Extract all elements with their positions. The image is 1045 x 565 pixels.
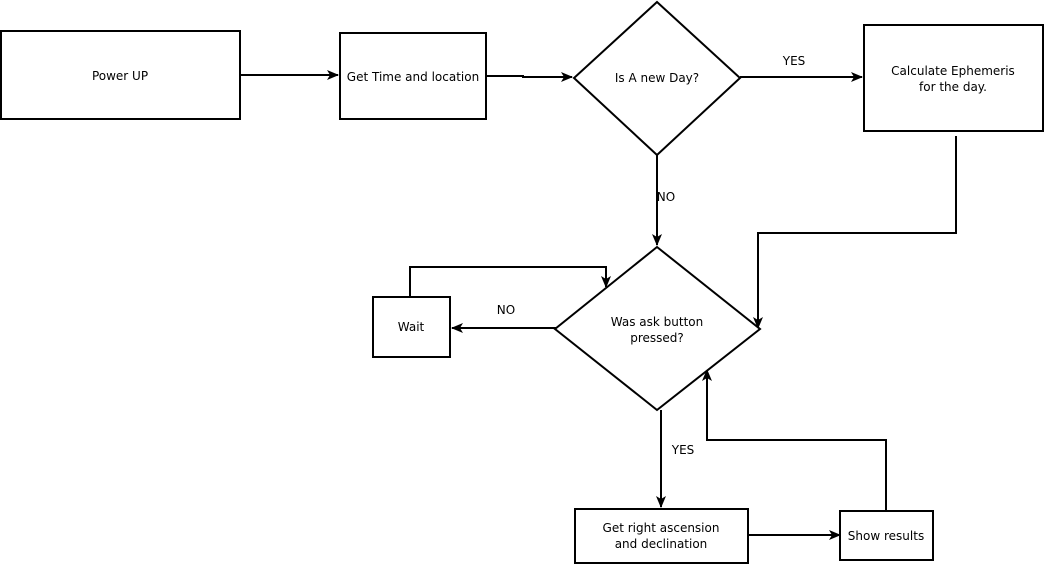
process-box xyxy=(0,30,241,120)
node-label-line-1: Calculate Ephemeris xyxy=(891,64,1015,78)
node-label-line-2: and declination xyxy=(615,537,708,551)
edge-wait-loop-to-ask xyxy=(409,266,611,296)
edge-time-to-newday xyxy=(486,72,573,82)
edge-label-yes-ask: YES xyxy=(671,443,695,457)
node-label-line-2: for the day. xyxy=(919,80,987,94)
edge-label-yes-new-day: YES xyxy=(782,54,806,68)
node-label-line-1: Get right ascension xyxy=(603,521,720,535)
process-box xyxy=(574,508,749,564)
node-power-up: Power UP xyxy=(0,30,241,120)
edge-ephem-to-ask xyxy=(753,136,957,329)
node-calculate-ephemeris: Calculate Ephemeris for the day. xyxy=(863,24,1044,132)
node-show-results: Show results xyxy=(839,510,934,561)
node-label: Is A new Day? xyxy=(615,71,699,85)
edge-show-to-ask xyxy=(702,369,887,511)
decision-diamond xyxy=(553,245,762,412)
node-wait: Wait xyxy=(372,296,451,358)
edges xyxy=(240,70,957,540)
node-get-time-location: Get Time and location xyxy=(339,32,487,120)
process-box xyxy=(839,510,934,561)
edge-label-no-new-day: NO xyxy=(657,190,675,204)
node-label: Wait xyxy=(398,320,425,334)
node-label: Show results xyxy=(848,529,924,543)
node-label: Power UP xyxy=(92,69,148,83)
edge-label-no-ask: NO xyxy=(497,303,515,317)
decision-diamond xyxy=(572,0,742,157)
edge-labels: YES NO NO YES xyxy=(497,54,805,457)
process-box xyxy=(372,296,451,358)
node-is-new-day: Is A new Day? xyxy=(572,0,742,157)
node-label-line-1: Was ask button xyxy=(611,315,703,329)
node-get-right-ascension: Get right ascension and declination xyxy=(574,508,749,564)
process-box xyxy=(339,32,487,120)
process-box xyxy=(863,24,1044,132)
node-ask-button-pressed: Was ask button pressed? xyxy=(553,245,762,412)
node-label: Get Time and location xyxy=(347,70,479,84)
node-label-line-2: pressed? xyxy=(630,331,684,345)
